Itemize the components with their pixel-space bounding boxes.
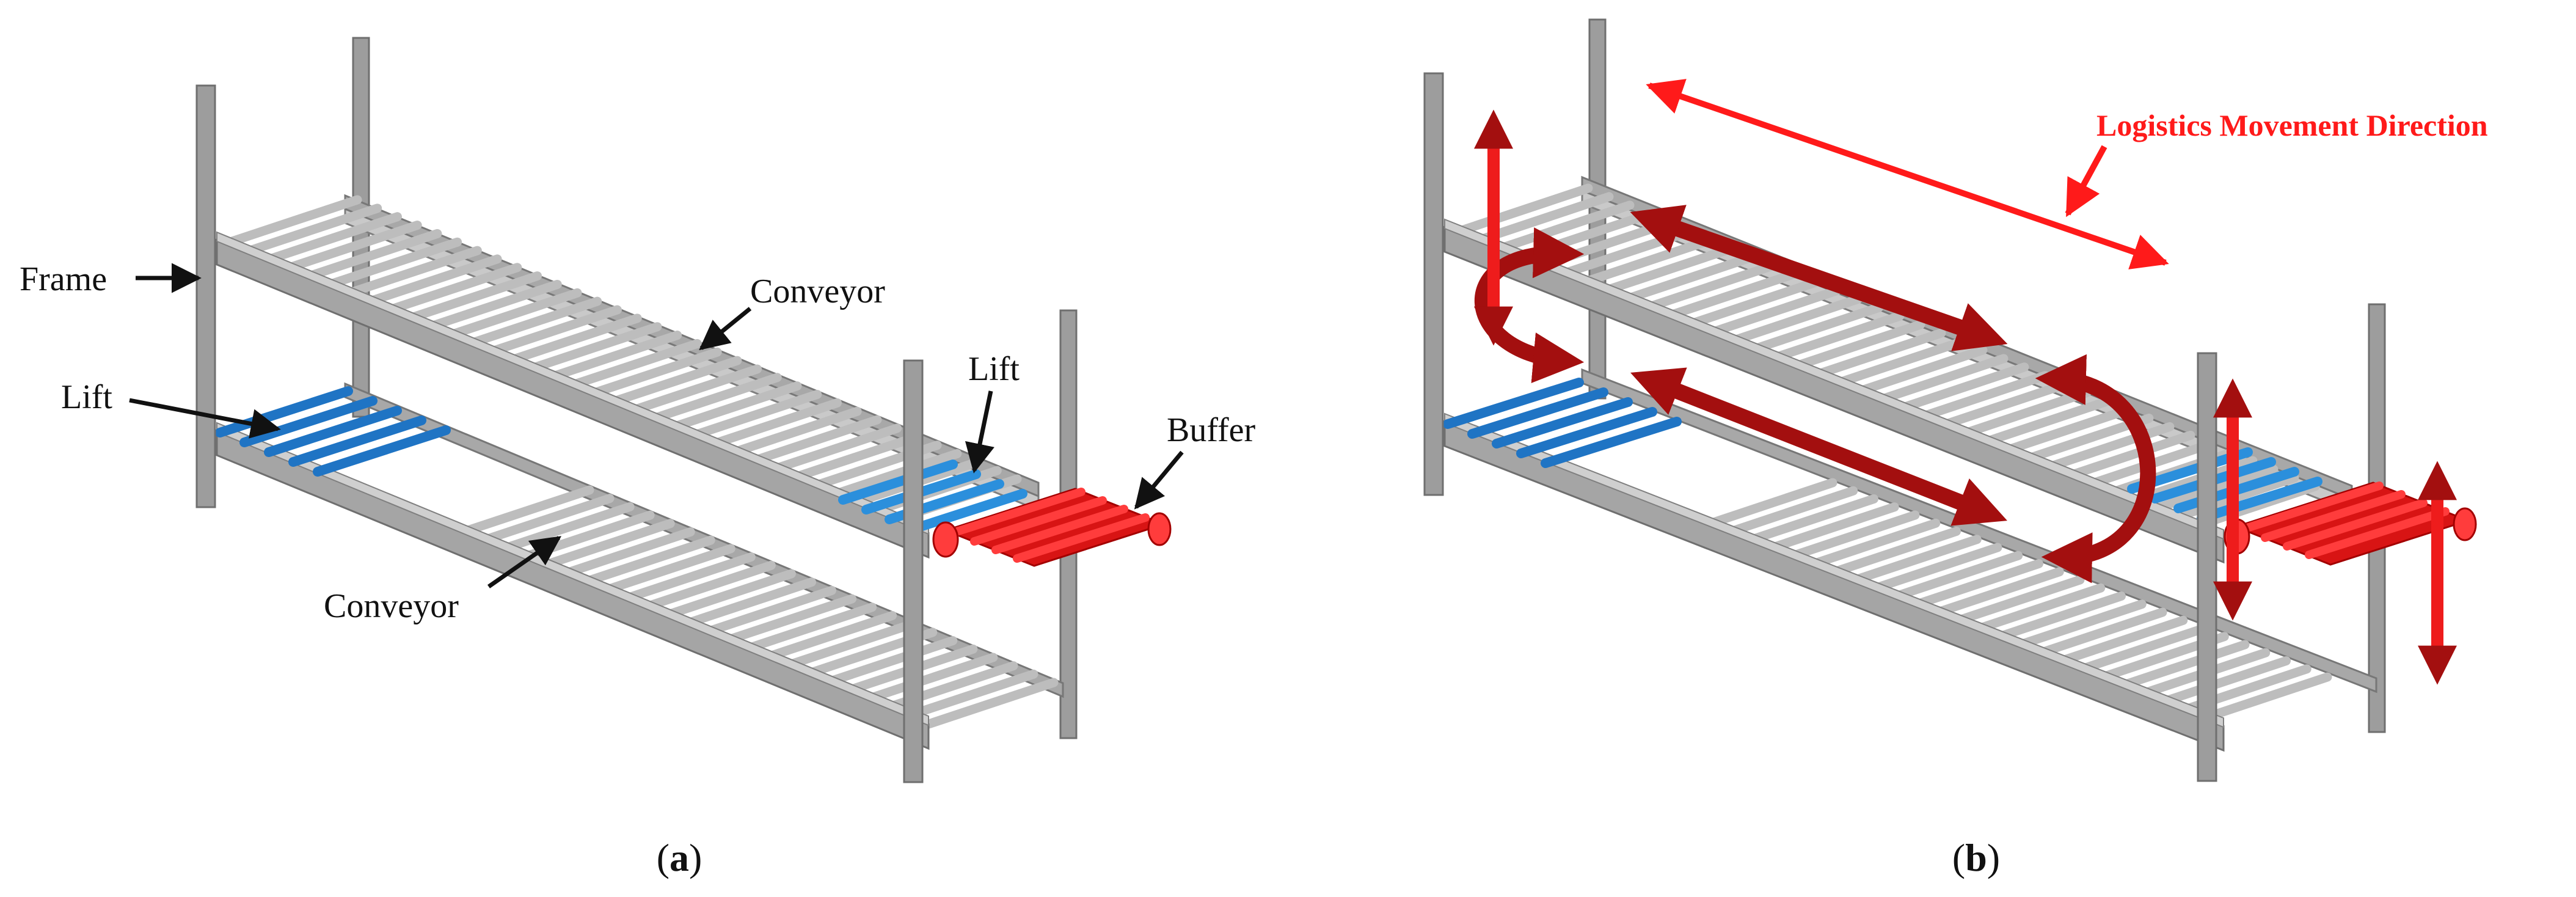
lift-right-pointer-arrow bbox=[965, 390, 994, 474]
roller bbox=[2071, 624, 2208, 676]
roller bbox=[387, 263, 522, 314]
roller bbox=[459, 485, 594, 536]
roller bbox=[1497, 200, 1635, 253]
roller bbox=[621, 552, 756, 604]
panel-b-diagram: Logistics Movement Direction (b) bbox=[1423, 18, 2488, 879]
roller bbox=[783, 619, 918, 670]
roller bbox=[2009, 599, 2147, 652]
roller bbox=[347, 246, 482, 297]
roller bbox=[687, 390, 822, 441]
roller bbox=[747, 415, 882, 466]
roller bbox=[707, 398, 842, 449]
logistics-label-pointer bbox=[2065, 145, 2107, 218]
roller bbox=[924, 678, 1059, 729]
frame-post bbox=[1423, 72, 1444, 496]
lower-conveyor-arrow bbox=[1630, 367, 2007, 526]
caption-b: (b) bbox=[1952, 836, 2000, 879]
label-lift-right: Lift bbox=[968, 350, 1020, 388]
caption-a: (a) bbox=[657, 836, 702, 879]
roller bbox=[823, 636, 958, 687]
roller bbox=[1968, 583, 2106, 635]
label-conveyor-top: Conveyor bbox=[750, 273, 885, 310]
roller bbox=[903, 669, 1038, 720]
frame-post bbox=[903, 359, 924, 783]
roller bbox=[1823, 527, 1961, 579]
roller bbox=[2112, 640, 2250, 692]
roller bbox=[447, 288, 582, 339]
roller bbox=[1844, 535, 1982, 587]
conveyor-top-pointer-arrow bbox=[699, 307, 752, 351]
roller bbox=[787, 432, 922, 483]
buffer-pointer-arrow bbox=[1134, 450, 1184, 510]
roller bbox=[267, 212, 402, 263]
roller bbox=[227, 195, 362, 246]
label-conveyor-bottom: Conveyor bbox=[324, 587, 459, 625]
roller bbox=[742, 602, 877, 654]
roller bbox=[2050, 615, 2188, 668]
roller bbox=[247, 203, 382, 255]
roller bbox=[681, 577, 816, 629]
roller bbox=[607, 356, 742, 407]
roller bbox=[307, 229, 442, 280]
roller bbox=[1947, 575, 2085, 628]
roller bbox=[1864, 543, 2002, 595]
roller bbox=[487, 305, 622, 356]
roller bbox=[702, 585, 837, 637]
roller bbox=[540, 519, 675, 570]
roller bbox=[407, 271, 542, 323]
frame-post bbox=[2197, 352, 2217, 782]
roller bbox=[467, 296, 602, 348]
roller bbox=[661, 569, 796, 620]
right-loop-arrow bbox=[2035, 354, 2156, 584]
conveyor-bottom-pointer-arrow bbox=[487, 536, 562, 588]
roller bbox=[767, 423, 902, 475]
roller bbox=[287, 221, 422, 272]
roller bbox=[2194, 672, 2332, 725]
roller bbox=[667, 381, 802, 433]
roller bbox=[762, 610, 897, 662]
roller bbox=[1906, 559, 2043, 611]
vertical-movement-arrows bbox=[1473, 109, 2457, 685]
roller bbox=[580, 535, 715, 587]
roller bbox=[2029, 607, 2167, 660]
frame-post bbox=[195, 84, 216, 508]
roller bbox=[427, 279, 562, 331]
roller bbox=[327, 237, 462, 288]
roller bbox=[641, 560, 776, 612]
roller bbox=[2153, 656, 2291, 708]
logistics-direction-arrow bbox=[1646, 79, 2169, 269]
logistics-direction-label: Logistics Movement Direction bbox=[2096, 108, 2488, 142]
roller bbox=[587, 347, 722, 398]
left-lift bbox=[1443, 378, 1682, 468]
roller bbox=[560, 527, 695, 578]
roller bbox=[527, 322, 662, 373]
label-buffer: Buffer bbox=[1167, 411, 1255, 449]
roller bbox=[627, 364, 762, 416]
label-frame: Frame bbox=[20, 260, 107, 298]
roller bbox=[567, 339, 702, 390]
roller bbox=[507, 313, 642, 365]
roller bbox=[827, 448, 962, 500]
roller bbox=[727, 406, 862, 458]
roller bbox=[647, 373, 782, 424]
roller bbox=[1803, 518, 1941, 571]
lower-conveyor bbox=[216, 382, 1064, 750]
roller bbox=[367, 254, 502, 306]
roller bbox=[1988, 591, 2126, 643]
roller bbox=[863, 653, 998, 704]
roller bbox=[600, 544, 735, 595]
lift-left-pointer-arrow bbox=[129, 398, 281, 439]
panel-a-diagram: Frame Conveyor Lift Lift Buffer Conveyor… bbox=[20, 37, 1255, 879]
roller bbox=[547, 331, 682, 382]
roller bbox=[1885, 551, 2023, 603]
roller bbox=[722, 594, 857, 645]
label-lift-left: Lift bbox=[61, 378, 112, 416]
roller bbox=[480, 494, 615, 545]
upper-conveyor bbox=[216, 194, 1040, 559]
roller bbox=[500, 502, 635, 553]
buffer-unit bbox=[932, 488, 1172, 567]
